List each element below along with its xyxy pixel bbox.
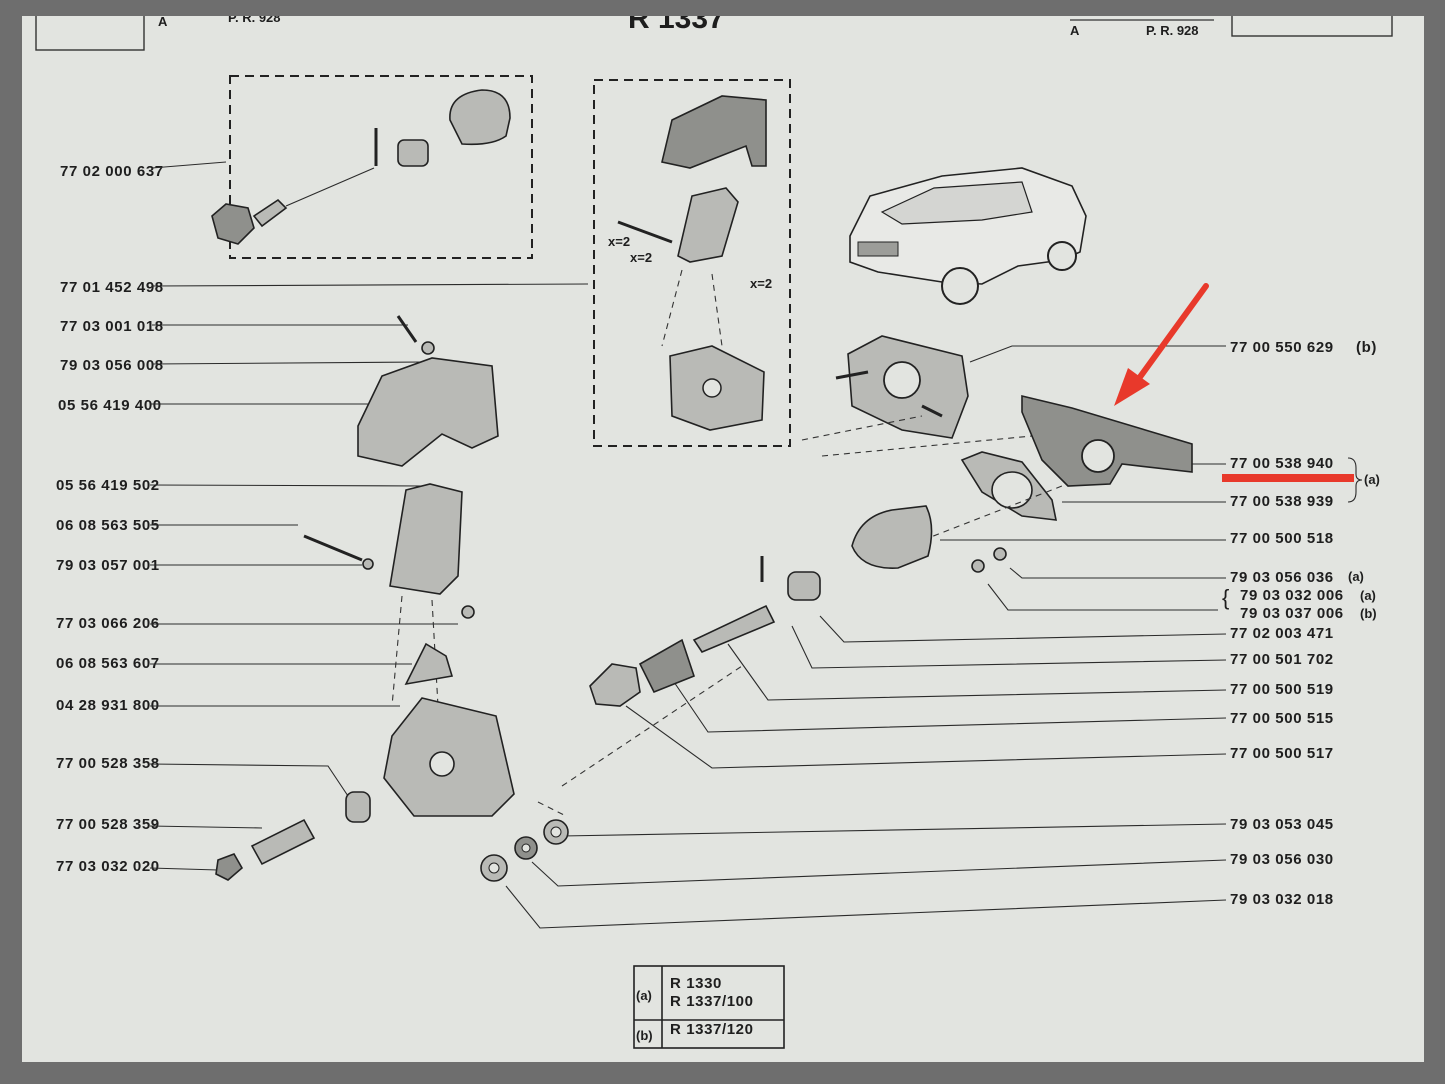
header-left-ref: P. R. 928 bbox=[228, 16, 281, 25]
part-number-left: 06 08 563 505 bbox=[56, 517, 160, 534]
legend-model: R 1337/100 bbox=[670, 993, 754, 1010]
legend-key: (a) bbox=[636, 988, 652, 1003]
part-number-right: 79 03 053 045 bbox=[1230, 816, 1334, 833]
part-number-right: 77 00 501 702 bbox=[1230, 651, 1334, 668]
part-number-right: 79 03 032 006 bbox=[1240, 587, 1344, 604]
part-number-right: 79 03 032 018 bbox=[1230, 891, 1334, 908]
catalog-page: A P. R. 928 R 1337 A P. R. 928 77 02 000… bbox=[22, 16, 1424, 1062]
part-number-right: 77 02 003 471 bbox=[1230, 625, 1334, 642]
header-thumbnail-right bbox=[1231, 16, 1393, 37]
model-legend-table: (a) R 1330 R 1337/100 (b) R 1337/120 bbox=[633, 965, 785, 1049]
part-number-right: 79 03 037 006 bbox=[1240, 605, 1344, 622]
part-number-left: 77 00 528 359 bbox=[56, 816, 160, 833]
part-number-right: 77 00 500 518 bbox=[1230, 530, 1334, 547]
bracket-note: (a) bbox=[1364, 472, 1380, 487]
multiplier-label: x=2 bbox=[750, 276, 772, 291]
right-leader-lines bbox=[505, 345, 1227, 929]
red-arrow-head bbox=[1114, 368, 1150, 406]
part-number-left: 05 56 419 400 bbox=[58, 397, 162, 414]
tailgate-lock-assembly bbox=[561, 335, 1193, 787]
left-part-number-column: 77 02 000 637 77 01 452 498 77 03 001 01… bbox=[56, 163, 164, 875]
legend-model: R 1337/120 bbox=[670, 1021, 754, 1038]
part-number-left: 77 03 066 206 bbox=[56, 615, 160, 632]
header-left-letter: A bbox=[158, 16, 168, 29]
part-number-right: 77 00 500 515 bbox=[1230, 710, 1334, 727]
part-number-left: 77 01 452 498 bbox=[60, 279, 164, 296]
part-number-left: 06 08 563 607 bbox=[56, 655, 160, 672]
part-number-right: 77 00 550 629 bbox=[1230, 339, 1334, 356]
highlight-annotations bbox=[1114, 283, 1354, 482]
part-number-left: 79 03 056 008 bbox=[60, 357, 164, 374]
legend-key: (b) bbox=[636, 1028, 653, 1043]
header-thumbnail-left bbox=[35, 16, 145, 51]
lock-cylinder-group-box bbox=[229, 75, 533, 259]
latch-group-box bbox=[593, 79, 791, 447]
red-underline bbox=[1222, 474, 1354, 482]
right-part-number-column: 77 00 550 629 (b) 77 00 538 940 77 00 53… bbox=[1222, 339, 1380, 908]
red-arrow-icon bbox=[1129, 283, 1209, 391]
multiplier-label: x=2 bbox=[630, 250, 652, 265]
part-number-right-highlighted: 77 00 538 940 bbox=[1230, 455, 1334, 472]
header-right-ref: P. R. 928 bbox=[1146, 23, 1199, 38]
part-number-suffix: (a) bbox=[1360, 588, 1376, 603]
page-title: R 1337 bbox=[628, 16, 725, 35]
part-number-left: 05 56 419 502 bbox=[56, 477, 160, 494]
car-illustration bbox=[849, 167, 1087, 305]
legend-frame bbox=[633, 965, 785, 1049]
brace-left-icon: { bbox=[1222, 585, 1229, 610]
washer-stack bbox=[480, 819, 569, 882]
part-number-right: 77 00 500 517 bbox=[1230, 745, 1334, 762]
left-leader-lines bbox=[149, 161, 589, 871]
part-number-left: 77 03 001 018 bbox=[60, 318, 164, 335]
part-number-left: 79 03 057 001 bbox=[56, 557, 160, 574]
part-number-right: 79 03 056 036 bbox=[1230, 569, 1334, 586]
lock-cylinder-assembly bbox=[211, 89, 511, 245]
part-number-suffix: (b) bbox=[1360, 606, 1377, 621]
page-header: A P. R. 928 R 1337 A P. R. 928 bbox=[35, 16, 1393, 51]
part-number-left: 04 28 931 800 bbox=[56, 697, 160, 714]
part-number-right: 77 00 538 939 bbox=[1230, 493, 1334, 510]
part-number-suffix: (a) bbox=[1348, 569, 1364, 584]
part-number-left: 77 00 528 358 bbox=[56, 755, 160, 772]
legend-model: R 1330 bbox=[670, 975, 722, 992]
latch-sub-assembly: x=2 x=2 x=2 bbox=[608, 95, 772, 431]
part-number-left: 77 02 000 637 bbox=[60, 163, 164, 180]
bracket-a bbox=[1347, 457, 1363, 503]
part-number-right: 77 00 500 519 bbox=[1230, 681, 1334, 698]
header-right-letter: A bbox=[1070, 23, 1080, 38]
part-number-right: 79 03 056 030 bbox=[1230, 851, 1334, 868]
exploded-parts-diagram: A P. R. 928 R 1337 A P. R. 928 77 02 000… bbox=[35, 16, 1393, 1049]
part-number-left: 77 03 032 020 bbox=[56, 858, 160, 875]
latch-assembly-main bbox=[215, 315, 567, 881]
part-number-suffix: (b) bbox=[1356, 339, 1377, 356]
multiplier-label: x=2 bbox=[608, 234, 630, 249]
